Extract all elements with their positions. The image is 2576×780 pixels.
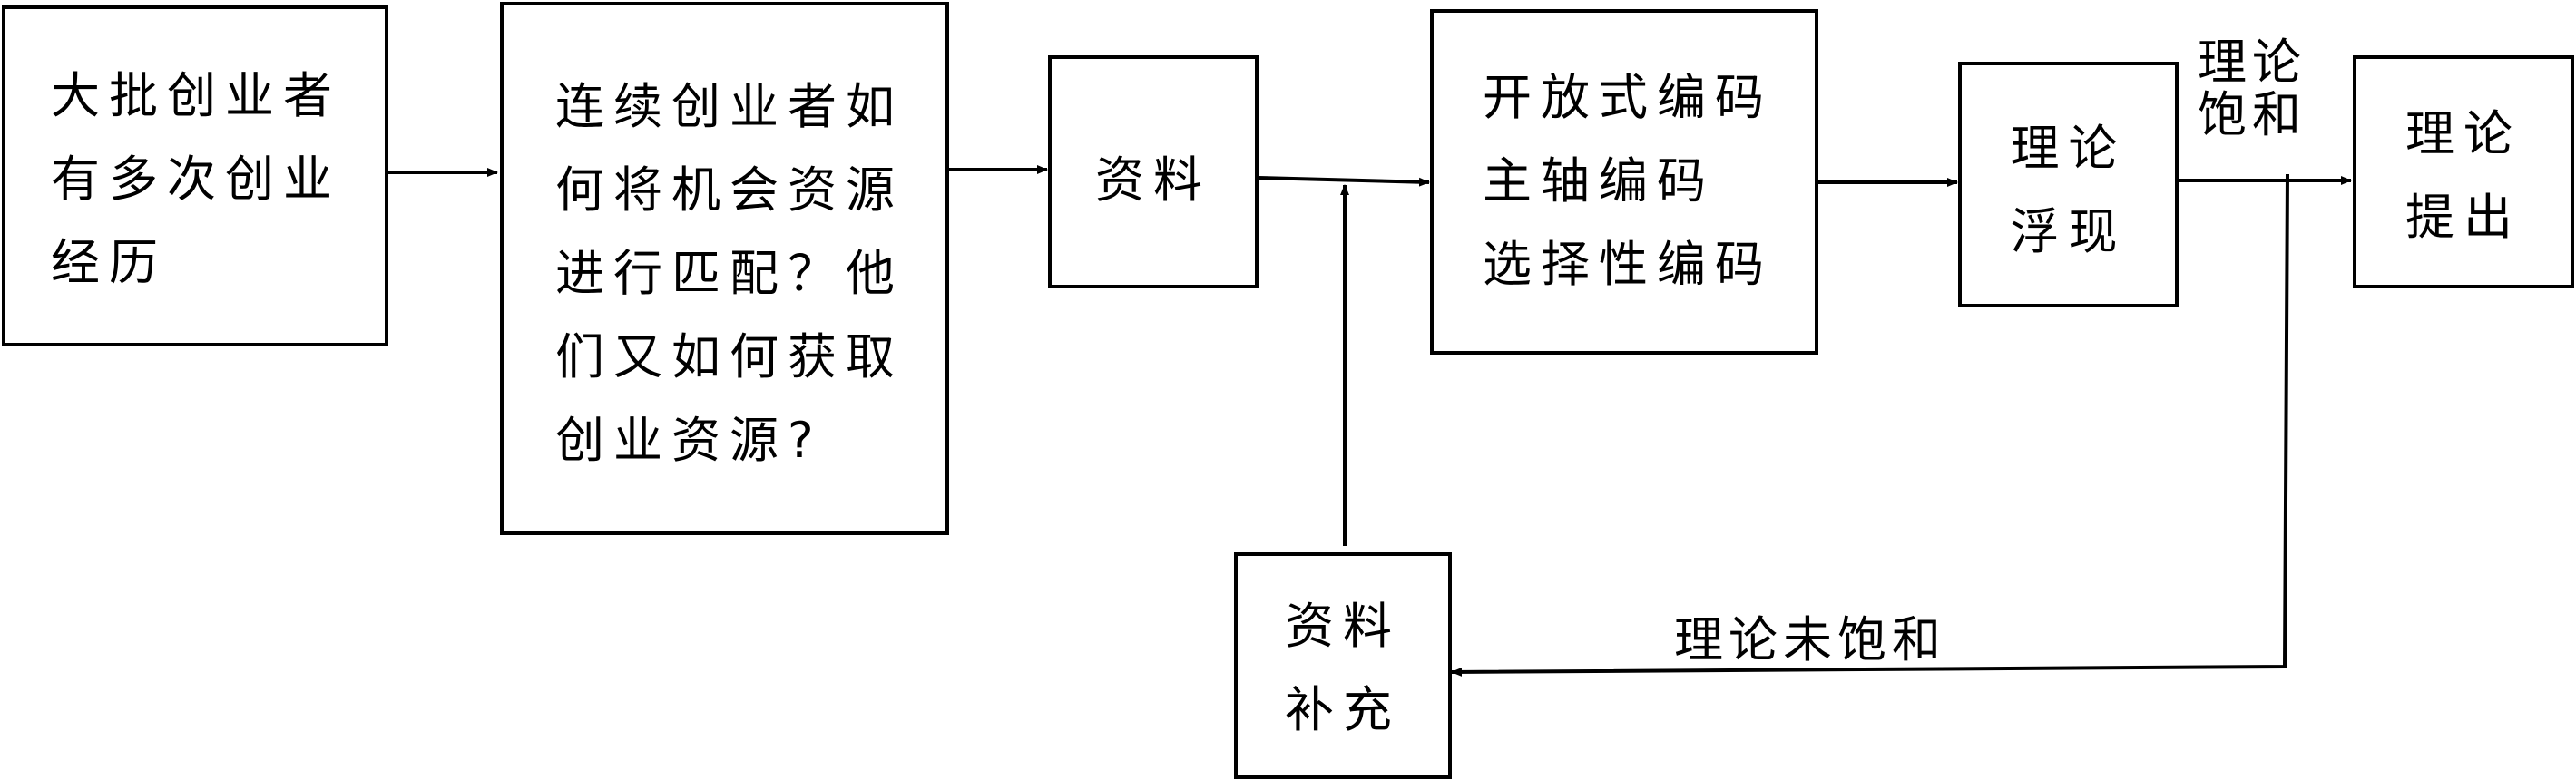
box-data-supplement — [1234, 552, 1452, 779]
text-line: 大批创业者 — [51, 67, 341, 124]
text-line: 理论 — [2405, 105, 2522, 162]
theory-emergence-text: 理论 浮现 — [1958, 107, 2179, 274]
text-line: 进行匹配？他 — [555, 245, 904, 302]
text-line: 浮现 — [2010, 203, 2127, 260]
data-supplement-text: 资料 补充 — [1234, 585, 1452, 752]
box-theory-emergence — [1958, 62, 2179, 307]
arrow-data-to-coding — [1258, 176, 1430, 187]
coding-text: 开放式编码 主轴编码 选择性编码 — [1483, 56, 1773, 307]
text-line: 开放式编码 — [1483, 69, 1773, 126]
text-line: 资料 — [1095, 151, 1211, 209]
arrow-feedback-not-saturated — [1451, 173, 2289, 677]
text-line: 理论 — [2198, 34, 2307, 91]
box-theory-proposed — [2353, 55, 2574, 288]
theory-proposed-text: 理论 提出 — [2353, 93, 2574, 259]
text-line: 补充 — [1285, 681, 1401, 738]
many-founders-text: 大批创业者 有多次创业 经历 — [51, 54, 341, 305]
text-line: 有多次创业 — [51, 151, 341, 208]
label-theory-not-saturated: 理论未饱和 — [1674, 611, 1946, 668]
research-question-text: 连续创业者如 何将机会资源 进行匹配？他 们又如何获取 创业资源? — [555, 65, 904, 483]
text-line: 主轴编码 — [1483, 152, 1715, 210]
box-coding — [1430, 9, 1818, 355]
text-line: 连续创业者如 — [555, 78, 904, 135]
text-line: 资料 — [1285, 598, 1401, 655]
box-data — [1048, 55, 1259, 288]
text-line: 提出 — [2405, 189, 2522, 246]
text-line: 何将机会资源 — [555, 161, 904, 219]
text-line: 选择性编码 — [1483, 236, 1773, 293]
box-research-question — [500, 2, 949, 535]
data-text: 资料 — [1048, 139, 1259, 222]
text-line: 经历 — [51, 234, 167, 291]
text-line: 们又如何获取 — [555, 328, 904, 385]
text-line: 理论 — [2010, 120, 2127, 177]
text-line: 创业资源? — [555, 412, 823, 469]
label-theory-saturated: 理论 饱和 — [2198, 36, 2307, 141]
box-many-founders — [2, 5, 388, 346]
text-line: 饱和 — [2198, 86, 2307, 143]
